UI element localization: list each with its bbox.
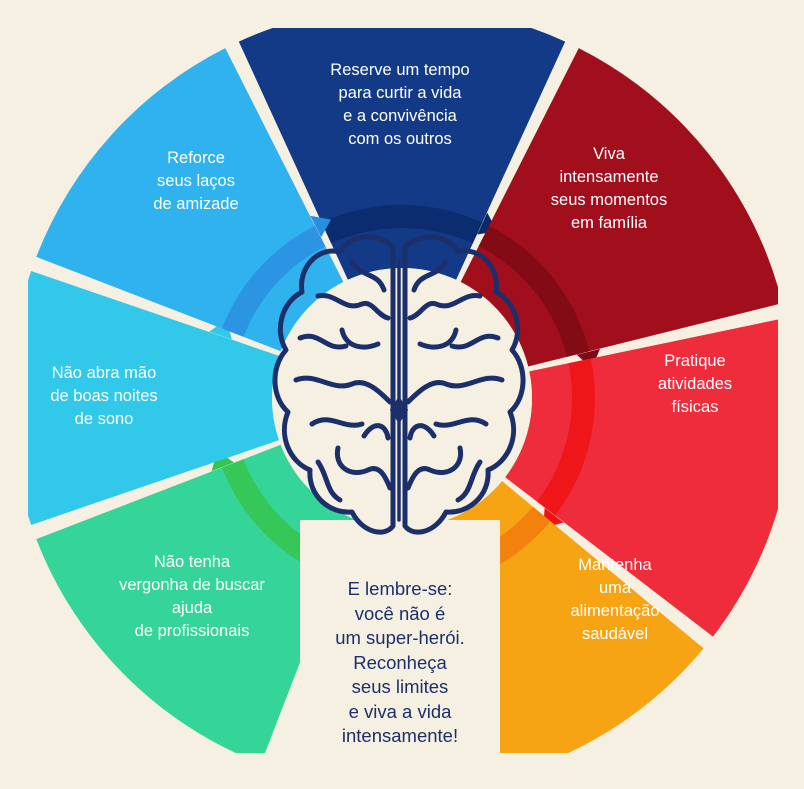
segment-label-familia: Viva intensamente seus momentos em família <box>519 143 699 235</box>
segment-label-line: Viva <box>593 145 625 163</box>
segment-label-line: em família <box>570 214 648 232</box>
segment-label-line: Reforce <box>167 148 225 167</box>
segment-inner-band-amizade <box>221 225 326 337</box>
segment-label-line: de amizade <box>153 194 239 213</box>
brain-icon <box>272 234 526 535</box>
segment-label-atividades: Pratique atividades físicas <box>605 350 785 419</box>
segment-label-profissionais: Não tenha vergonha de buscar ajuda de profi… <box>102 551 282 643</box>
segment-label-tempo: Reserve um tempo para curtir a vida e a co… <box>310 59 490 151</box>
segment-label-line: para curtir a vida <box>338 84 462 102</box>
segment-label-alimentacao: Mantenha uma alimentação saudável <box>525 554 705 646</box>
segment-inner-band-sono <box>209 335 242 461</box>
segment-label-line: seus momentos <box>550 191 668 209</box>
segment-inner-band-atividades <box>536 358 595 516</box>
closing-line: Reconheça <box>353 651 447 673</box>
segment-label-line: Mantenha <box>578 556 652 574</box>
segment-sono <box>28 271 280 525</box>
segment-label-line: saudável <box>581 625 649 643</box>
closing-line: e viva a vida <box>348 700 452 722</box>
segment-label-line: ajuda <box>171 599 213 617</box>
closing-line: E lembre-se: <box>347 578 453 599</box>
segment-tempo <box>238 28 566 280</box>
segment-label-line: alimentação <box>570 602 660 620</box>
segment-inner-band-familia <box>478 225 590 357</box>
segment-label-line: com os outros <box>348 130 452 148</box>
segment-label-line: uma <box>598 579 632 597</box>
segment-label-line: de sono <box>74 409 134 428</box>
segment-label-line: físicas <box>671 397 719 416</box>
closing-line: intensamente! <box>341 725 459 746</box>
segment-label-line: de boas noites <box>50 386 158 405</box>
closing-message: E lembre-se: você não é um super-herói. … <box>300 577 500 749</box>
segment-label-sono: Não abra mão de boas noites de sono <box>14 362 194 431</box>
segment-label-line: Não tenha <box>153 553 231 571</box>
segment-label-line: atividades <box>657 374 733 393</box>
segment-label-line: e a convivência <box>343 107 457 125</box>
closing-line: seus limites <box>351 676 449 697</box>
segment-arrow-amizade <box>310 215 332 238</box>
closing-line: um super-herói. <box>335 627 465 648</box>
closing-line: você não é <box>354 602 446 624</box>
segment-label-line: Não abra mão <box>51 363 157 382</box>
segment-label-line: Reserve um tempo <box>330 61 470 79</box>
closing-panel <box>300 520 500 789</box>
segment-label-line: Pratique <box>664 351 726 370</box>
segment-label-amizade: Reforce seus laços de amizade <box>106 147 286 216</box>
segment-arrow-familia <box>576 348 601 369</box>
segment-label-line: vergonha de buscar <box>119 576 265 594</box>
segment-label-line: seus laços <box>157 171 235 190</box>
segment-label-line: de profissionais <box>134 622 250 640</box>
segment-label-line: intensamente <box>559 168 659 186</box>
segment-inner-band-tempo <box>321 204 483 244</box>
